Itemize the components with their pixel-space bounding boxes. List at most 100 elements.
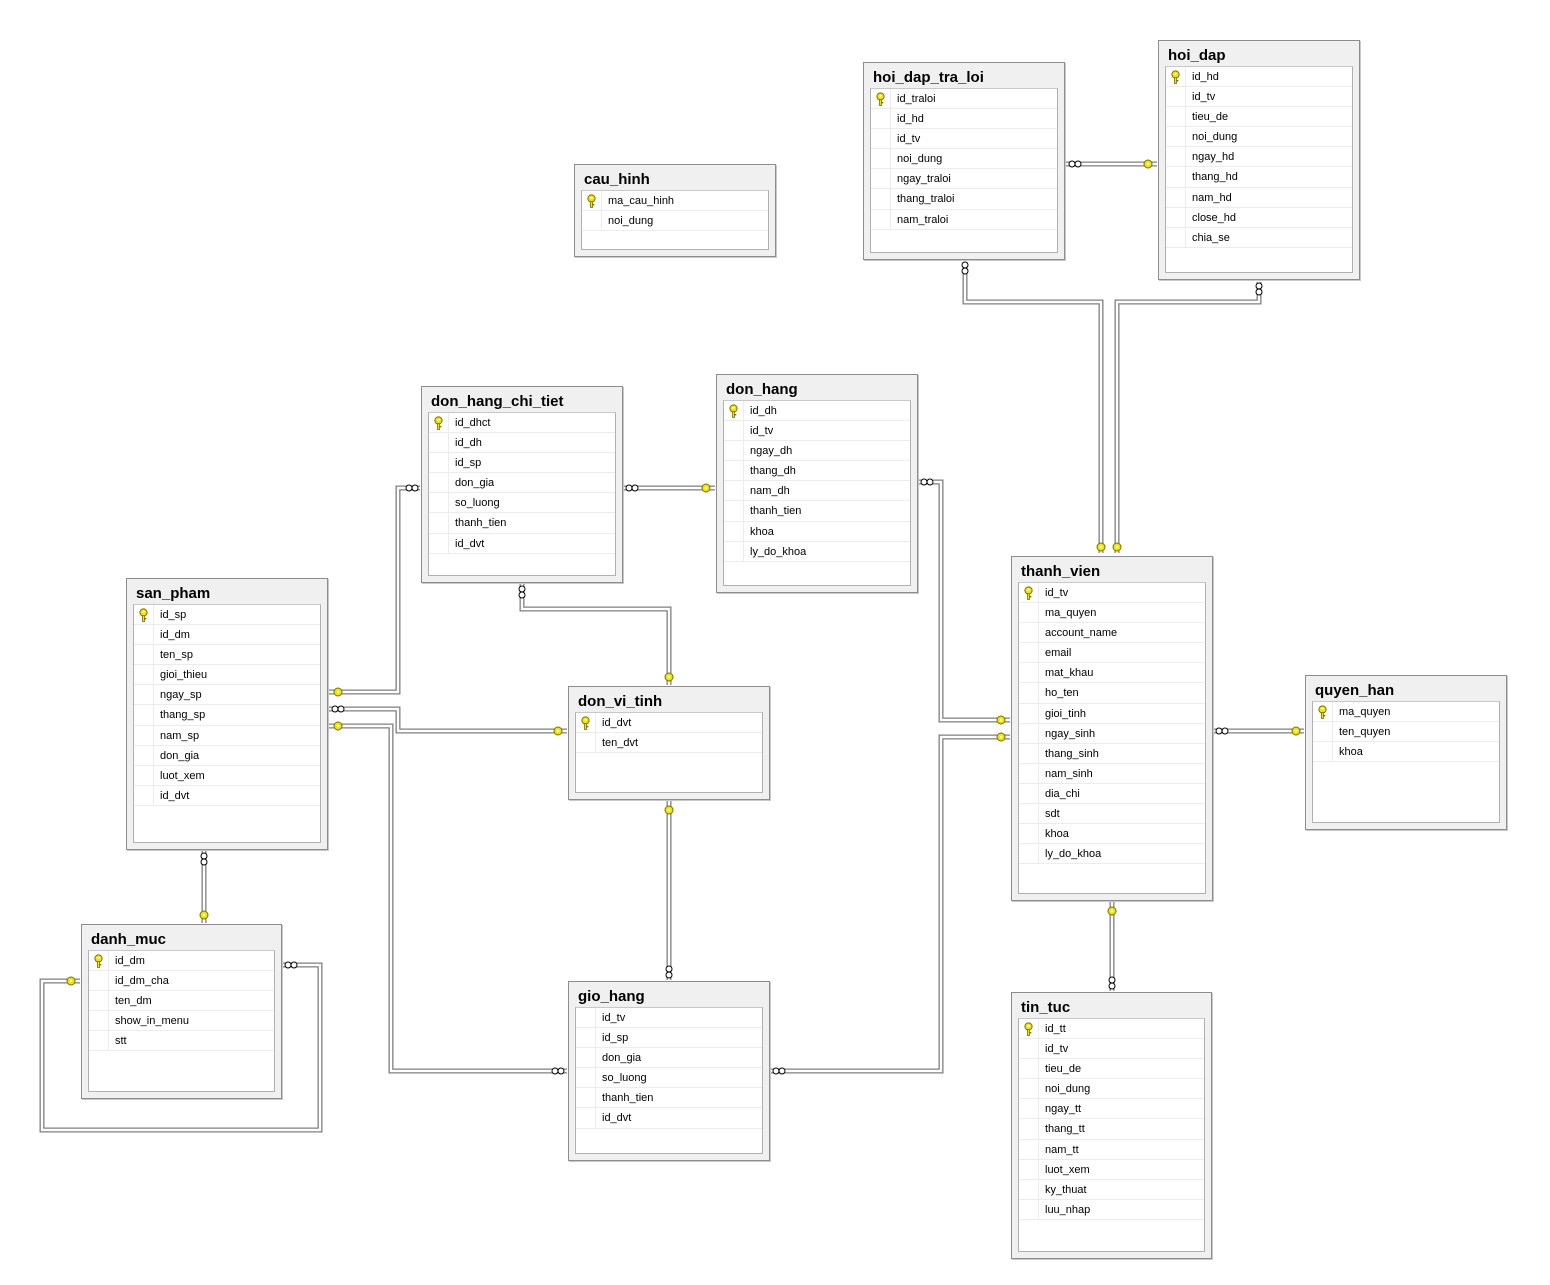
relationship-thanh-vien-to-quyen-han[interactable] xyxy=(1214,726,1304,736)
column-row[interactable]: id_dhct xyxy=(429,413,615,434)
column-row[interactable]: thang_sinh xyxy=(1019,743,1205,764)
column-row[interactable]: id_sp xyxy=(134,605,320,626)
table-title[interactable]: cau_hinh xyxy=(584,171,650,188)
relationship-danh-muc-to-danh-muc[interactable] xyxy=(39,961,323,1133)
relationship-tin-tuc-to-thanh-vien[interactable] xyxy=(1107,902,1117,991)
column-row[interactable]: id_sp xyxy=(429,453,615,474)
column-row[interactable]: nam_tt xyxy=(1019,1139,1204,1160)
column-row[interactable]: luot_xem xyxy=(134,765,320,786)
column-row[interactable]: khoa xyxy=(1313,742,1499,763)
column-row[interactable]: khoa xyxy=(1019,824,1205,845)
column-row[interactable]: ten_quyen xyxy=(1313,722,1499,743)
column-row[interactable]: gioi_thieu xyxy=(134,665,320,686)
table-title[interactable]: hoi_dap_tra_loi xyxy=(873,69,984,86)
column-row[interactable]: id_dm xyxy=(134,625,320,646)
column-row[interactable]: nam_dh xyxy=(724,481,910,502)
column-row[interactable]: thang_hd xyxy=(1166,167,1352,188)
column-row[interactable]: id_traloi xyxy=(871,89,1057,110)
column-row[interactable]: thanh_tien xyxy=(429,513,615,534)
column-row[interactable]: don_gia xyxy=(134,745,320,766)
column-row[interactable]: show_in_menu xyxy=(89,1011,274,1032)
column-row[interactable]: id_dh xyxy=(724,401,910,422)
column-row[interactable]: id_dm_cha xyxy=(89,971,274,992)
column-row[interactable]: id_tv xyxy=(1019,1039,1204,1060)
column-row[interactable]: ma_cau_hinh xyxy=(582,191,768,212)
relationship-don-hang-chi-tiet-to-don-vi-tinh[interactable] xyxy=(518,584,674,685)
column-row[interactable]: ngay_sinh xyxy=(1019,723,1205,744)
column-row[interactable]: id_tt xyxy=(1019,1019,1204,1040)
column-row[interactable]: id_tv xyxy=(724,421,910,442)
column-row[interactable]: account_name xyxy=(1019,623,1205,644)
column-row[interactable]: id_dvt xyxy=(576,1108,762,1129)
column-row[interactable]: noi_dung xyxy=(1019,1079,1204,1100)
column-row[interactable]: nam_sinh xyxy=(1019,763,1205,784)
table-title[interactable]: tin_tuc xyxy=(1021,999,1071,1016)
column-row[interactable]: close_hd xyxy=(1166,207,1352,228)
table-title[interactable]: thanh_vien xyxy=(1021,563,1101,580)
column-row[interactable]: gioi_tinh xyxy=(1019,703,1205,724)
column-row[interactable]: id_tv xyxy=(1019,583,1205,604)
relationship-don-hang-chi-tiet-to-don-hang[interactable] xyxy=(624,483,715,493)
column-row[interactable]: nam_traloi xyxy=(871,209,1057,230)
column-row[interactable]: id_dvt xyxy=(134,785,320,806)
column-row[interactable]: id_tv xyxy=(576,1008,762,1029)
column-row[interactable]: don_gia xyxy=(576,1048,762,1069)
column-row[interactable]: id_dh xyxy=(429,433,615,454)
column-row[interactable]: id_dvt xyxy=(576,713,762,734)
column-row[interactable]: ngay_dh xyxy=(724,441,910,462)
column-row[interactable]: ngay_tt xyxy=(1019,1099,1204,1120)
relationship-gio-hang-to-thanh-vien[interactable] xyxy=(771,732,1010,1075)
column-row[interactable]: luu_nhap xyxy=(1019,1199,1204,1220)
column-row[interactable]: dia_chi xyxy=(1019,783,1205,805)
column-row[interactable]: khoa xyxy=(724,521,910,542)
column-row[interactable]: stt xyxy=(89,1031,274,1052)
column-row[interactable]: thanh_tien xyxy=(576,1088,762,1109)
table-title[interactable]: gio_hang xyxy=(578,988,645,1005)
column-row[interactable]: id_tv xyxy=(1166,87,1352,108)
column-row[interactable]: tieu_de xyxy=(1166,107,1352,128)
table-title[interactable]: don_hang xyxy=(726,381,798,398)
column-row[interactable]: don_gia xyxy=(429,473,615,494)
column-row[interactable]: ho_ten xyxy=(1019,683,1205,704)
column-row[interactable]: nam_hd xyxy=(1166,187,1352,208)
column-row[interactable]: ma_quyen xyxy=(1313,702,1499,723)
relationship-gio-hang-to-don-vi-tinh[interactable] xyxy=(664,801,674,980)
column-row[interactable]: id_dm xyxy=(89,951,274,972)
column-row[interactable]: email xyxy=(1019,643,1205,664)
column-row[interactable]: ngay_hd xyxy=(1166,147,1352,168)
relationship-don-hang-to-thanh-vien[interactable] xyxy=(919,478,1010,725)
table-title[interactable]: hoi_dap xyxy=(1168,47,1226,64)
column-row[interactable]: thang_traloi xyxy=(871,189,1057,210)
column-row[interactable]: id_sp xyxy=(576,1028,762,1049)
column-row[interactable]: ly_do_khoa xyxy=(1019,844,1205,865)
table-title[interactable]: quyen_han xyxy=(1315,682,1395,699)
relationship-gio-hang-to-san-pham[interactable] xyxy=(329,721,567,1075)
column-row[interactable]: so_luong xyxy=(576,1068,762,1089)
column-row[interactable]: ngay_sp xyxy=(134,685,320,706)
table-title[interactable]: danh_muc xyxy=(91,931,167,948)
column-row[interactable]: ky_thuat xyxy=(1019,1179,1204,1200)
column-row[interactable]: ten_dvt xyxy=(576,733,762,754)
column-row[interactable]: noi_dung xyxy=(1166,127,1352,148)
table-title[interactable]: san_pham xyxy=(136,585,211,602)
column-row[interactable]: luot_xem xyxy=(1019,1159,1204,1180)
relationship-hoi-dap-tra-loi-to-thanh-vien[interactable] xyxy=(961,261,1106,553)
column-row[interactable]: thanh_tien xyxy=(724,501,910,522)
column-row[interactable]: thang_sp xyxy=(134,705,320,726)
relationship-hoi-dap-tra-loi-to-hoi-dap[interactable] xyxy=(1066,159,1157,169)
column-row[interactable]: sdt xyxy=(1019,804,1205,825)
column-row[interactable]: ma_quyen xyxy=(1019,603,1205,624)
column-row[interactable]: id_hd xyxy=(1166,67,1352,88)
column-row[interactable]: noi_dung xyxy=(871,149,1057,170)
column-row[interactable]: ten_dm xyxy=(89,991,274,1012)
